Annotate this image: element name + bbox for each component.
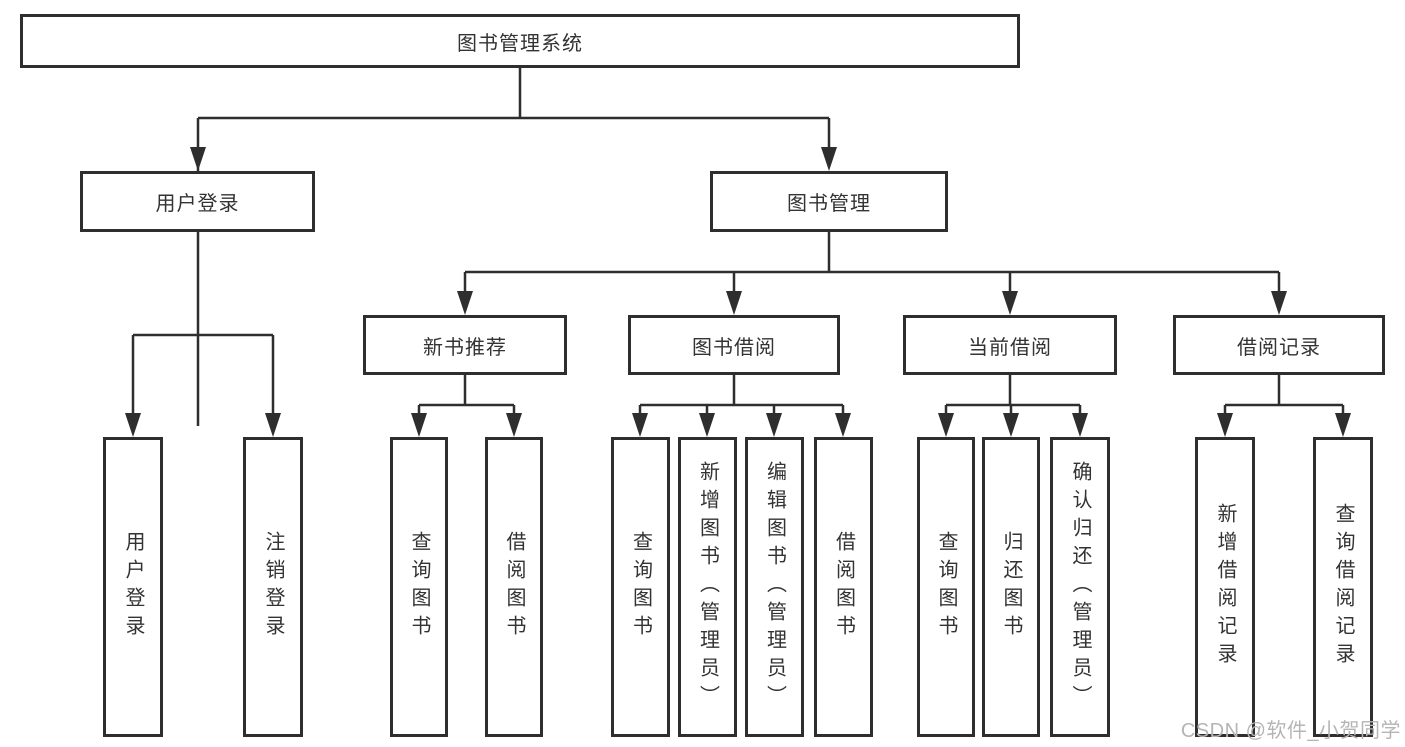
node-label: 查询图书 bbox=[629, 531, 652, 643]
arrowheads bbox=[125, 147, 1351, 437]
leaf-edit-book-admin: 编辑图书（管理员） bbox=[745, 437, 804, 737]
watermark: CSDN @软件_小贺同学 bbox=[1180, 720, 1401, 742]
node-label: 用户登录 bbox=[155, 193, 240, 215]
node-label: 编辑图书（管理员） bbox=[763, 461, 786, 713]
node-label: 确认归还（管理员） bbox=[1069, 461, 1091, 713]
node-label: 注销登录 bbox=[262, 531, 284, 643]
leaf-add-borrow-record: 新增借阅记录 bbox=[1195, 437, 1255, 737]
node-user-login: 用户登录 bbox=[80, 171, 315, 232]
node-book-borrowing: 图书借阅 bbox=[628, 315, 840, 375]
leaf-user-login: 用户登录 bbox=[103, 437, 163, 737]
node-borrowing-records: 借阅记录 bbox=[1173, 315, 1385, 375]
node-label: 当前借阅 bbox=[968, 336, 1052, 359]
leaf-query-books-3: 查询图书 bbox=[917, 437, 975, 737]
leaf-borrow-books-1: 借阅图书 bbox=[485, 437, 543, 737]
node-label: 借阅记录 bbox=[1237, 336, 1321, 359]
node-label: 用户登录 bbox=[122, 531, 144, 643]
leaf-query-books-2: 查询图书 bbox=[611, 437, 670, 737]
node-label: 图书管理系统 bbox=[457, 32, 583, 55]
node-label: 查询图书 bbox=[408, 531, 430, 643]
node-label: 查询借阅记录 bbox=[1332, 503, 1354, 671]
leaf-borrow-books-2: 借阅图书 bbox=[814, 437, 873, 737]
node-library-management-system: 图书管理系统 bbox=[20, 14, 1020, 68]
node-book-management: 图书管理 bbox=[710, 171, 948, 232]
node-label: 查询图书 bbox=[935, 531, 957, 643]
leaf-confirm-return-admin: 确认归还（管理员） bbox=[1050, 437, 1110, 737]
node-label: 借阅图书 bbox=[503, 531, 525, 643]
node-label: 借阅图书 bbox=[832, 531, 855, 643]
leaf-logout: 注销登录 bbox=[243, 437, 303, 737]
node-label: 图书借阅 bbox=[692, 336, 776, 359]
node-current-borrowing: 当前借阅 bbox=[903, 315, 1117, 375]
node-label: 归还图书 bbox=[1000, 531, 1022, 643]
node-label: 新增借阅记录 bbox=[1214, 503, 1236, 671]
leaf-query-books-1: 查询图书 bbox=[390, 437, 448, 737]
leaf-add-book-admin: 新增图书（管理员） bbox=[678, 437, 737, 737]
node-label: 图书管理 bbox=[787, 193, 871, 215]
leaf-query-borrow-record: 查询借阅记录 bbox=[1313, 437, 1373, 737]
node-label: 新增图书（管理员） bbox=[696, 461, 719, 713]
node-new-book-recommendation: 新书推荐 bbox=[363, 315, 567, 375]
node-label: 新书推荐 bbox=[423, 336, 507, 359]
leaf-return-books: 归还图书 bbox=[982, 437, 1040, 737]
